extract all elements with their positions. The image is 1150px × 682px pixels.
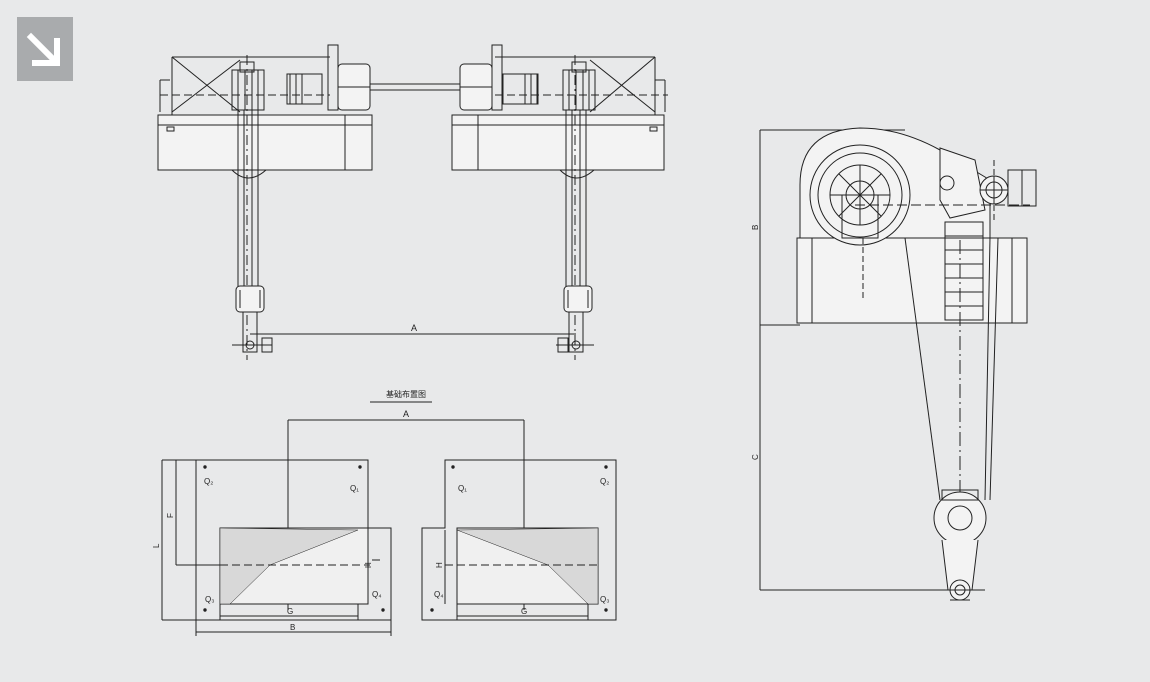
right-hook-assembly bbox=[556, 55, 595, 360]
h-label: H bbox=[364, 562, 373, 568]
q4-label: Q₄ bbox=[434, 590, 444, 599]
right-foundation: Q₁ Q₂ Q₄ Q₃ H G bbox=[421, 459, 617, 621]
h-label: H bbox=[435, 562, 444, 568]
g-label: G bbox=[287, 607, 293, 616]
foundation-title: 基础布置图 bbox=[386, 389, 426, 399]
g-label: G bbox=[521, 607, 527, 616]
q1-label: Q₁ bbox=[350, 484, 359, 493]
b-dimension-label: B bbox=[751, 225, 760, 230]
side-view: B C bbox=[751, 127, 1037, 601]
q2-label: Q₂ bbox=[204, 477, 213, 486]
right-end-carriage bbox=[451, 44, 668, 171]
f-label: F bbox=[166, 513, 175, 518]
q2-label: Q₂ bbox=[600, 477, 609, 486]
q1-label: Q₁ bbox=[458, 484, 467, 493]
q3-label: Q₃ bbox=[205, 595, 214, 604]
foundation-span-label: A bbox=[403, 409, 409, 419]
l-label: L bbox=[152, 543, 161, 548]
front-view: A bbox=[157, 44, 668, 360]
c-dimension-label: C bbox=[751, 454, 760, 460]
arrow-down-right-icon bbox=[26, 32, 60, 66]
b-label: B bbox=[290, 623, 295, 632]
q3-label: Q₃ bbox=[600, 595, 609, 604]
foundation-plan: 基础布置图 A Q₂ bbox=[152, 389, 617, 636]
left-hook-assembly bbox=[231, 55, 273, 360]
left-end-carriage bbox=[157, 44, 462, 171]
q4-label: Q₄ bbox=[372, 590, 382, 599]
left-foundation: Q₂ Q₁ Q₃ Q₄ L F H G B bbox=[152, 459, 392, 636]
expand-button[interactable] bbox=[17, 17, 73, 81]
span-label: A bbox=[411, 323, 417, 333]
